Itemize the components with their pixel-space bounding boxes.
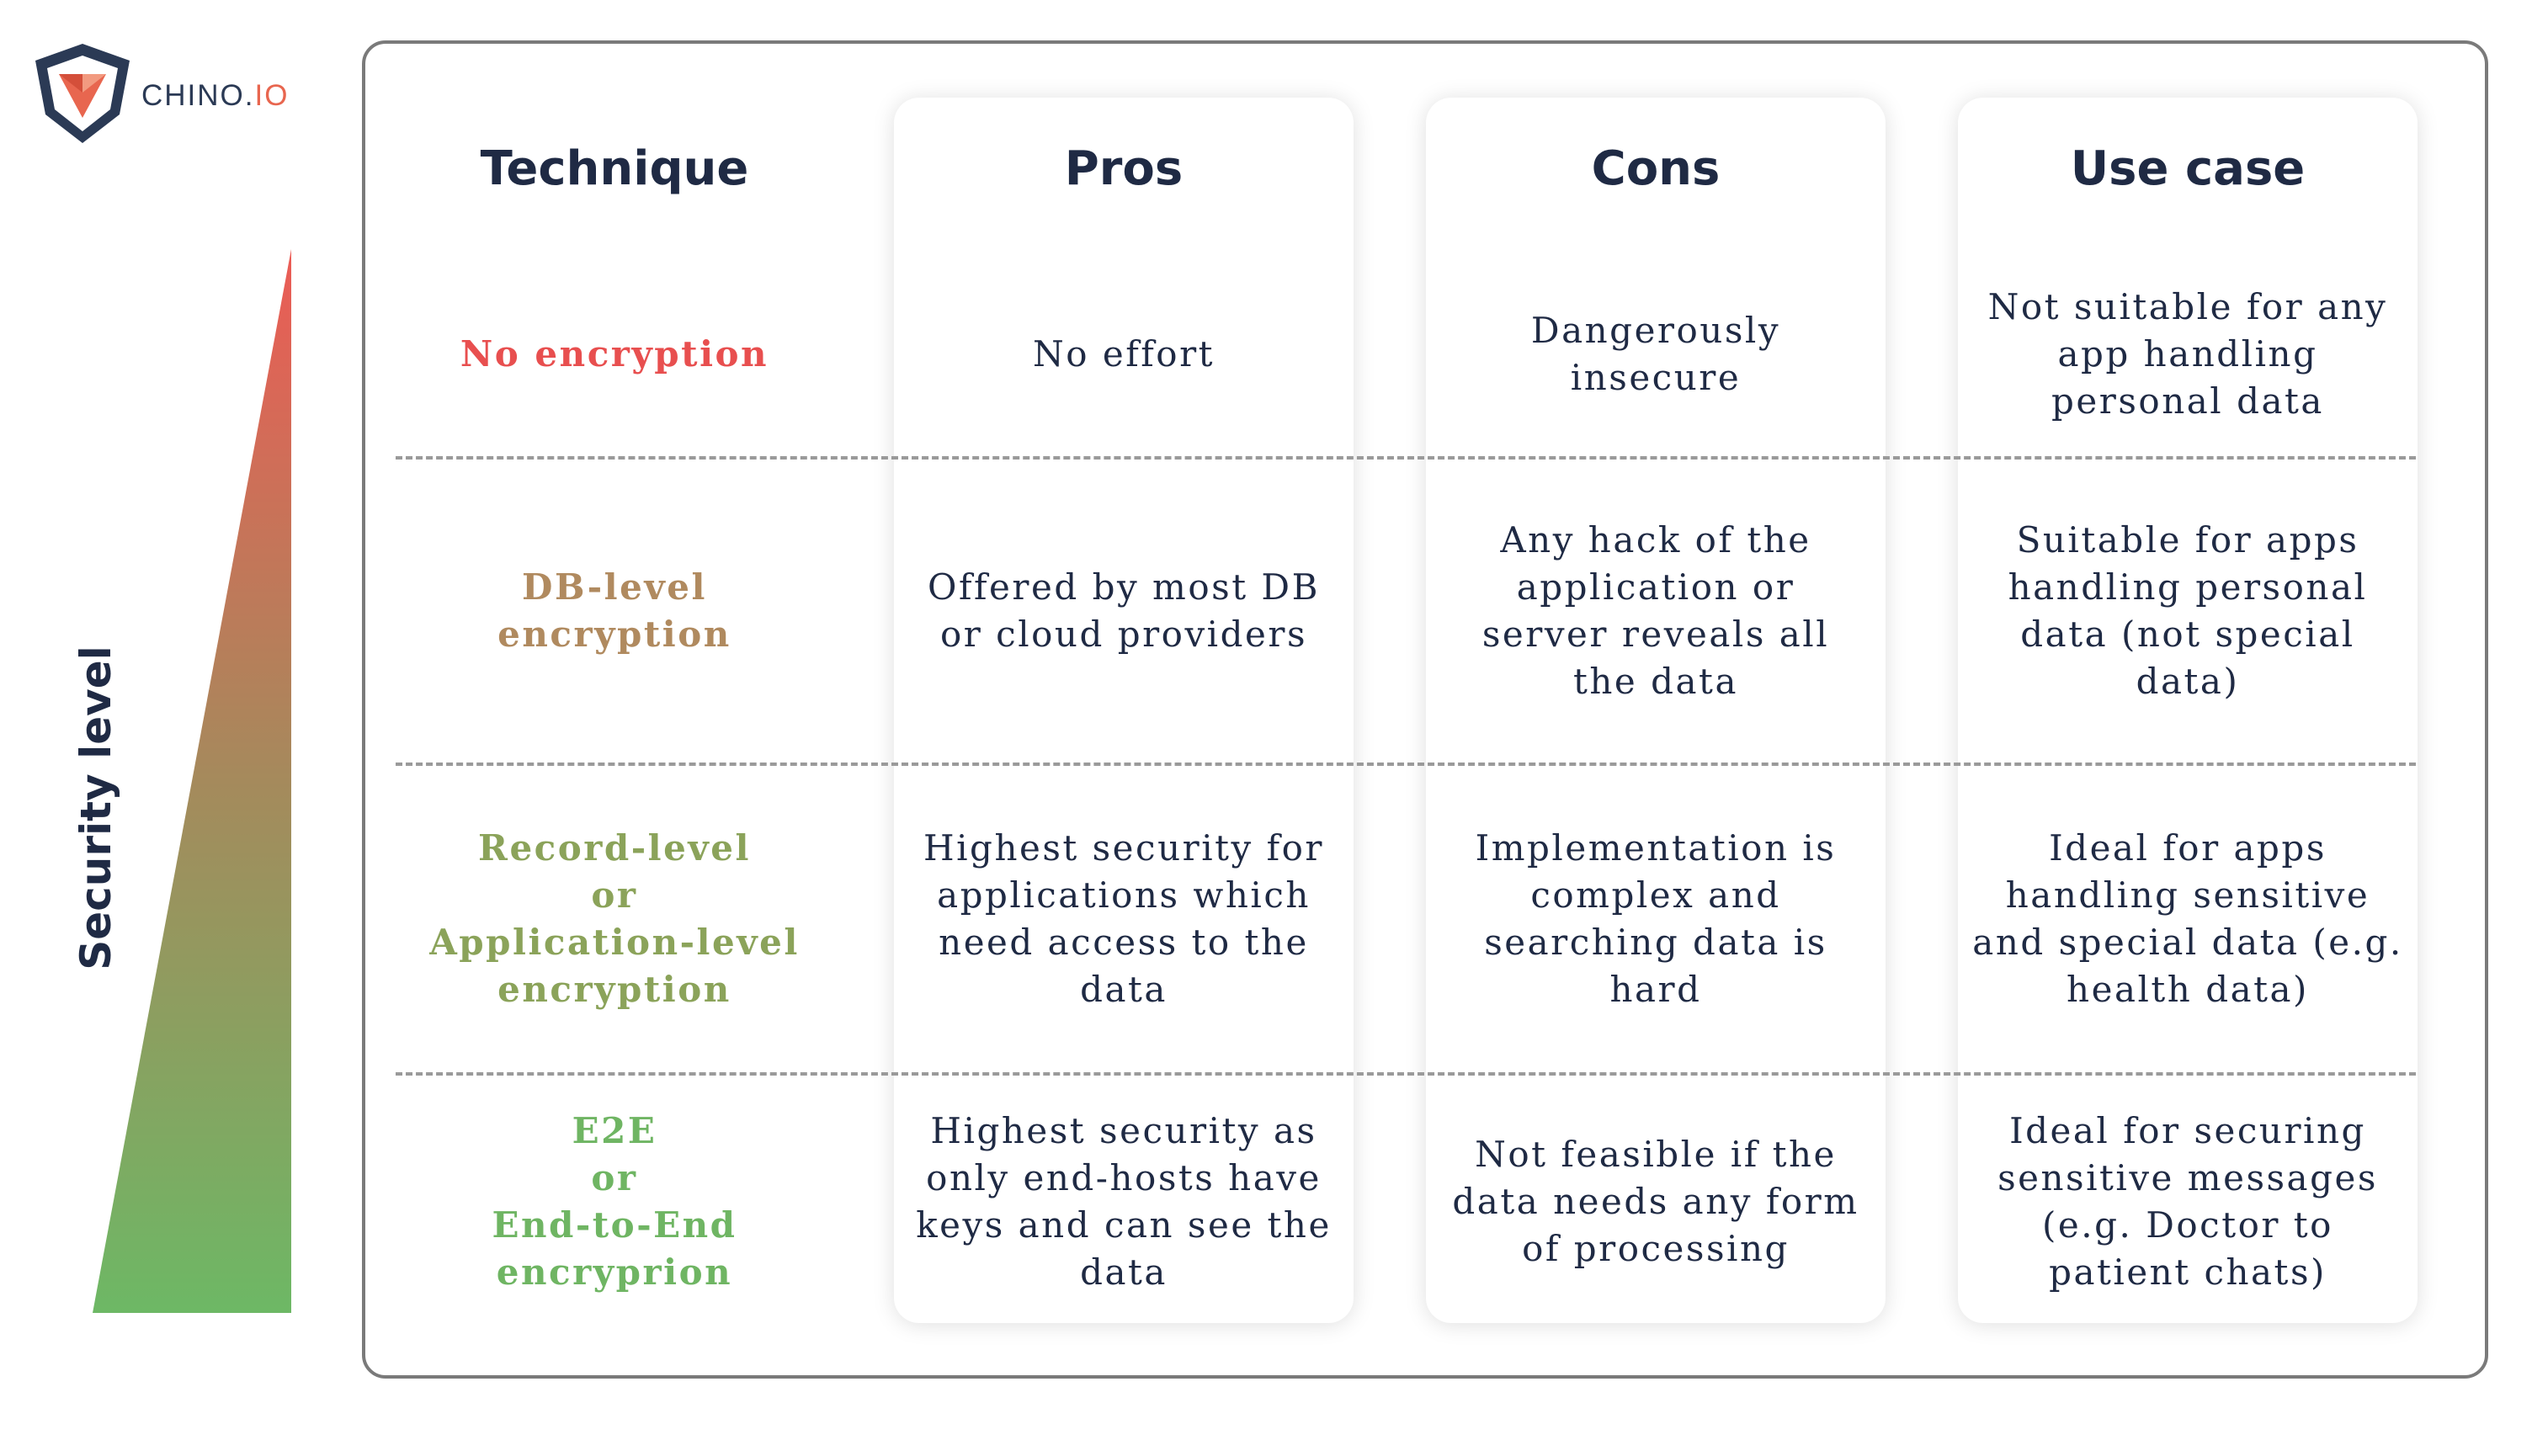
technique-record-level: Record-level or Application-level encryp… <box>429 827 800 1010</box>
cons-cell: Not feasible if the data needs any form … <box>1452 1134 1859 1269</box>
row-divider <box>396 763 2416 766</box>
header-technique: Technique <box>480 141 749 196</box>
row-divider <box>396 1072 2416 1076</box>
cons-cell: Implementation is complex and searching … <box>1475 827 1837 1010</box>
use-case-cell: Suitable for apps handling personal data… <box>2008 519 2368 702</box>
cons-cell: Dangerously insecure <box>1530 310 1781 398</box>
logo-wordmark: CHINO.IO <box>141 79 290 112</box>
chino-logo: CHINO.IO <box>30 40 300 150</box>
use-case-column-card <box>1958 98 2418 1323</box>
pros-cell: No effort <box>1032 333 1215 375</box>
use-case-cell: Not suitable for any app handling person… <box>1987 286 2388 422</box>
header-cons: Cons <box>1591 141 1721 196</box>
pros-cell: Highest security for applications which … <box>923 827 1324 1010</box>
pros-cell: Highest security as only end-hosts have … <box>916 1110 1332 1293</box>
pros-column-card <box>894 98 1354 1323</box>
header-use-case: Use case <box>2070 141 2306 196</box>
use-case-cell: Ideal for securing sensitive messages (e… <box>1997 1110 2378 1293</box>
pros-cell: Offered by most DB or cloud providers <box>928 566 1320 655</box>
cons-cell: Any hack of the application or server re… <box>1481 519 1830 702</box>
shield-logo-icon <box>35 44 130 143</box>
row-divider <box>396 456 2416 460</box>
cons-column-card <box>1426 98 1886 1323</box>
security-level-label: Security level <box>72 646 120 970</box>
technique-db-level: DB-level encryption <box>497 566 731 655</box>
security-level-triangle <box>93 249 291 1313</box>
technique-no-encryption: No encryption <box>460 333 769 375</box>
header-pros: Pros <box>1064 141 1184 196</box>
technique-e2e: E2E or End-to-End encryprion <box>492 1110 737 1293</box>
use-case-cell: Ideal for apps handling sensitive and sp… <box>1972 827 2403 1010</box>
